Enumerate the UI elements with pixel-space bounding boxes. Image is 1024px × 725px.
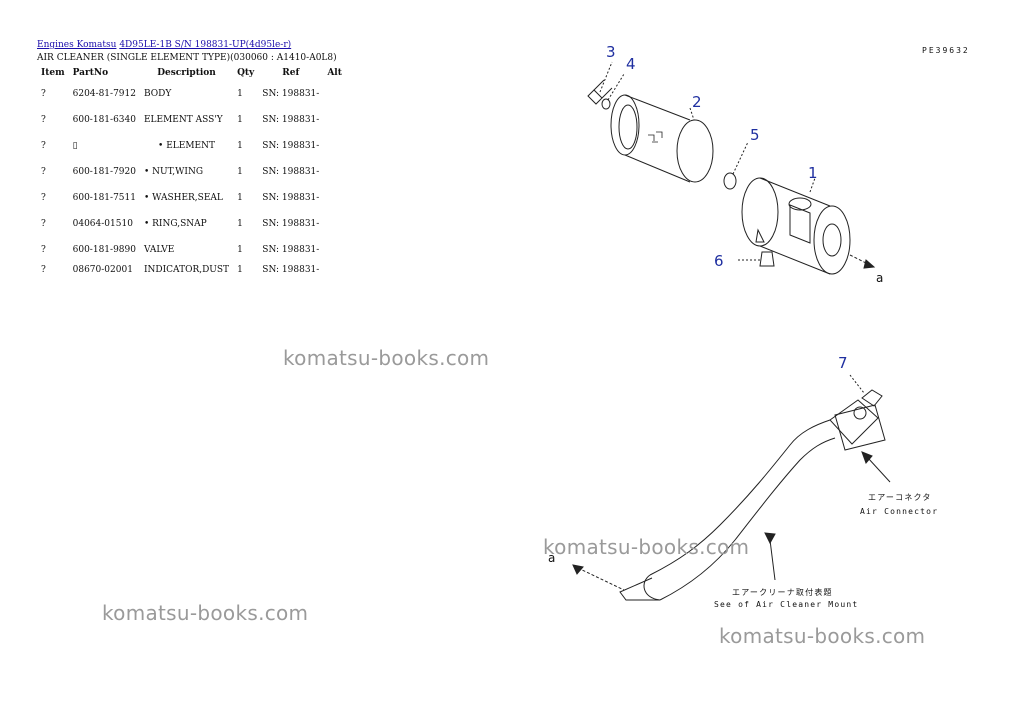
page-title: AIR CLEANER (SINGLE ELEMENT TYPE)(030060… — [37, 53, 337, 63]
intake-hose-drawing — [572, 374, 891, 601]
watermark-text: komatsu-books.com — [102, 601, 309, 625]
table-row: ? 600-181-7511 • WASHER,SEAL 1 SN: 19883… — [37, 185, 346, 211]
callout-5: 5 — [750, 126, 760, 144]
cell-item: ? — [41, 115, 46, 125]
breadcrumb-link-engines[interactable]: Engines Komatsu — [37, 40, 117, 50]
col-header-qty: Qty — [237, 68, 255, 78]
cell-desc: • WASHER,SEAL — [143, 193, 223, 203]
cell-part: ▯ — [72, 141, 78, 151]
cell-item: ? — [41, 245, 46, 255]
cell-desc: • RING,SNAP — [143, 219, 207, 229]
cell-qty: 1 — [237, 115, 243, 125]
air-connector-label-jp: エアーコネクタ — [868, 493, 932, 502]
table-row: ? 600-181-9890 VALVE 1 SN: 198831- — [37, 237, 346, 263]
body-drawing — [741, 177, 876, 275]
cell-ref: SN: 198831- — [262, 265, 320, 275]
cell-desc: • ELEMENT — [158, 141, 215, 151]
cell-desc: BODY — [143, 89, 172, 99]
table-row: ? 6204-81-7912 BODY 1 SN: 198831- — [37, 81, 346, 107]
col-header-desc: Description — [157, 68, 216, 78]
cell-part: 600-181-6340 — [72, 115, 136, 125]
table-header-row: Item PartNo Description Qty Ref Alt — [37, 65, 346, 81]
element-drawing — [610, 94, 714, 183]
arrow-label-a-bottom: a — [548, 551, 555, 565]
cell-ref: SN: 198831- — [262, 115, 320, 125]
cell-part: 600-181-7511 — [72, 193, 136, 203]
watermark-text: komatsu-books.com — [283, 346, 490, 370]
cell-part: 600-181-9890 — [72, 245, 136, 255]
cell-qty: 1 — [237, 245, 243, 255]
valve-drawing — [587, 61, 613, 105]
air-connector-label-en: Air Connector — [860, 507, 938, 516]
cell-part: 600-181-7920 — [72, 167, 136, 177]
cell-ref: SN: 198831- — [262, 245, 320, 255]
cell-desc: • NUT,WING — [143, 167, 204, 177]
figure-code: PE39632 — [922, 46, 970, 55]
table-row: ? 04064-01510 • RING,SNAP 1 SN: 198831- — [37, 211, 346, 237]
watermark-text: komatsu-books.com — [719, 624, 926, 648]
snap-ring-drawing — [723, 141, 749, 190]
cell-qty: 1 — [237, 265, 243, 275]
callout-7: 7 — [838, 354, 848, 372]
cell-qty: 1 — [237, 193, 243, 203]
table-row: ? 08670-02001 INDICATOR,DUST 1 SN: 19883… — [37, 263, 346, 277]
see-mount-label-jp: エアークリーナ取付表題 — [732, 587, 833, 597]
cell-qty: 1 — [237, 167, 243, 177]
cell-qty: 1 — [237, 89, 243, 99]
cell-item: ? — [41, 141, 46, 151]
cell-part: 6204-81-7912 — [72, 89, 136, 99]
table-row: ? 600-181-6340 ELEMENT ASS'Y 1 SN: 19883… — [37, 107, 346, 133]
cell-desc: INDICATOR,DUST — [143, 265, 230, 275]
breadcrumb-link-model[interactable]: 4D95LE-1B S/N 198831-UP(4d95le-r) — [119, 40, 292, 50]
callout-4: 4 — [626, 55, 636, 73]
cell-item: ? — [41, 265, 46, 275]
parts-table: Item PartNo Description Qty Ref Alt ? 62… — [37, 65, 346, 277]
cell-ref: SN: 198831- — [262, 89, 320, 99]
table-row: ? ▯ • ELEMENT 1 SN: 198831- — [37, 133, 346, 159]
breadcrumb: Engines Komatsu 4D95LE-1B S/N 198831-UP(… — [37, 40, 291, 50]
cell-item: ? — [41, 193, 46, 203]
watermark-text: komatsu-books.com — [543, 535, 750, 559]
cell-desc: VALVE — [143, 245, 175, 255]
cell-part: 04064-01510 — [72, 219, 133, 229]
cell-ref: SN: 198831- — [262, 219, 320, 229]
col-header-part: PartNo — [72, 68, 109, 78]
callout-1: 1 — [808, 164, 818, 182]
arrow-label-a-top: a — [876, 271, 883, 285]
callout-6: 6 — [714, 252, 724, 270]
table-row: ? 600-181-7920 • NUT,WING 1 SN: 198831- — [37, 159, 346, 185]
col-header-ref: Ref — [282, 68, 300, 78]
cell-item: ? — [41, 219, 46, 229]
cell-item: ? — [41, 89, 46, 99]
col-header-item: Item — [41, 68, 65, 78]
cell-qty: 1 — [237, 141, 243, 151]
cell-ref: SN: 198831- — [262, 167, 320, 177]
cell-part: 08670-02001 — [72, 265, 133, 275]
callout-2: 2 — [692, 93, 702, 111]
cell-ref: SN: 198831- — [262, 193, 320, 203]
cell-item: ? — [41, 167, 46, 177]
dust-indicator-drawing — [738, 251, 775, 267]
wing-nut-drawing — [601, 73, 625, 110]
callout-3: 3 — [606, 43, 616, 61]
see-mount-label-en: See of Air Cleaner Mount — [714, 600, 858, 609]
col-header-alt: Alt — [327, 68, 342, 78]
cell-ref: SN: 198831- — [262, 141, 320, 151]
cell-qty: 1 — [237, 219, 243, 229]
cell-desc: ELEMENT ASS'Y — [143, 115, 223, 125]
